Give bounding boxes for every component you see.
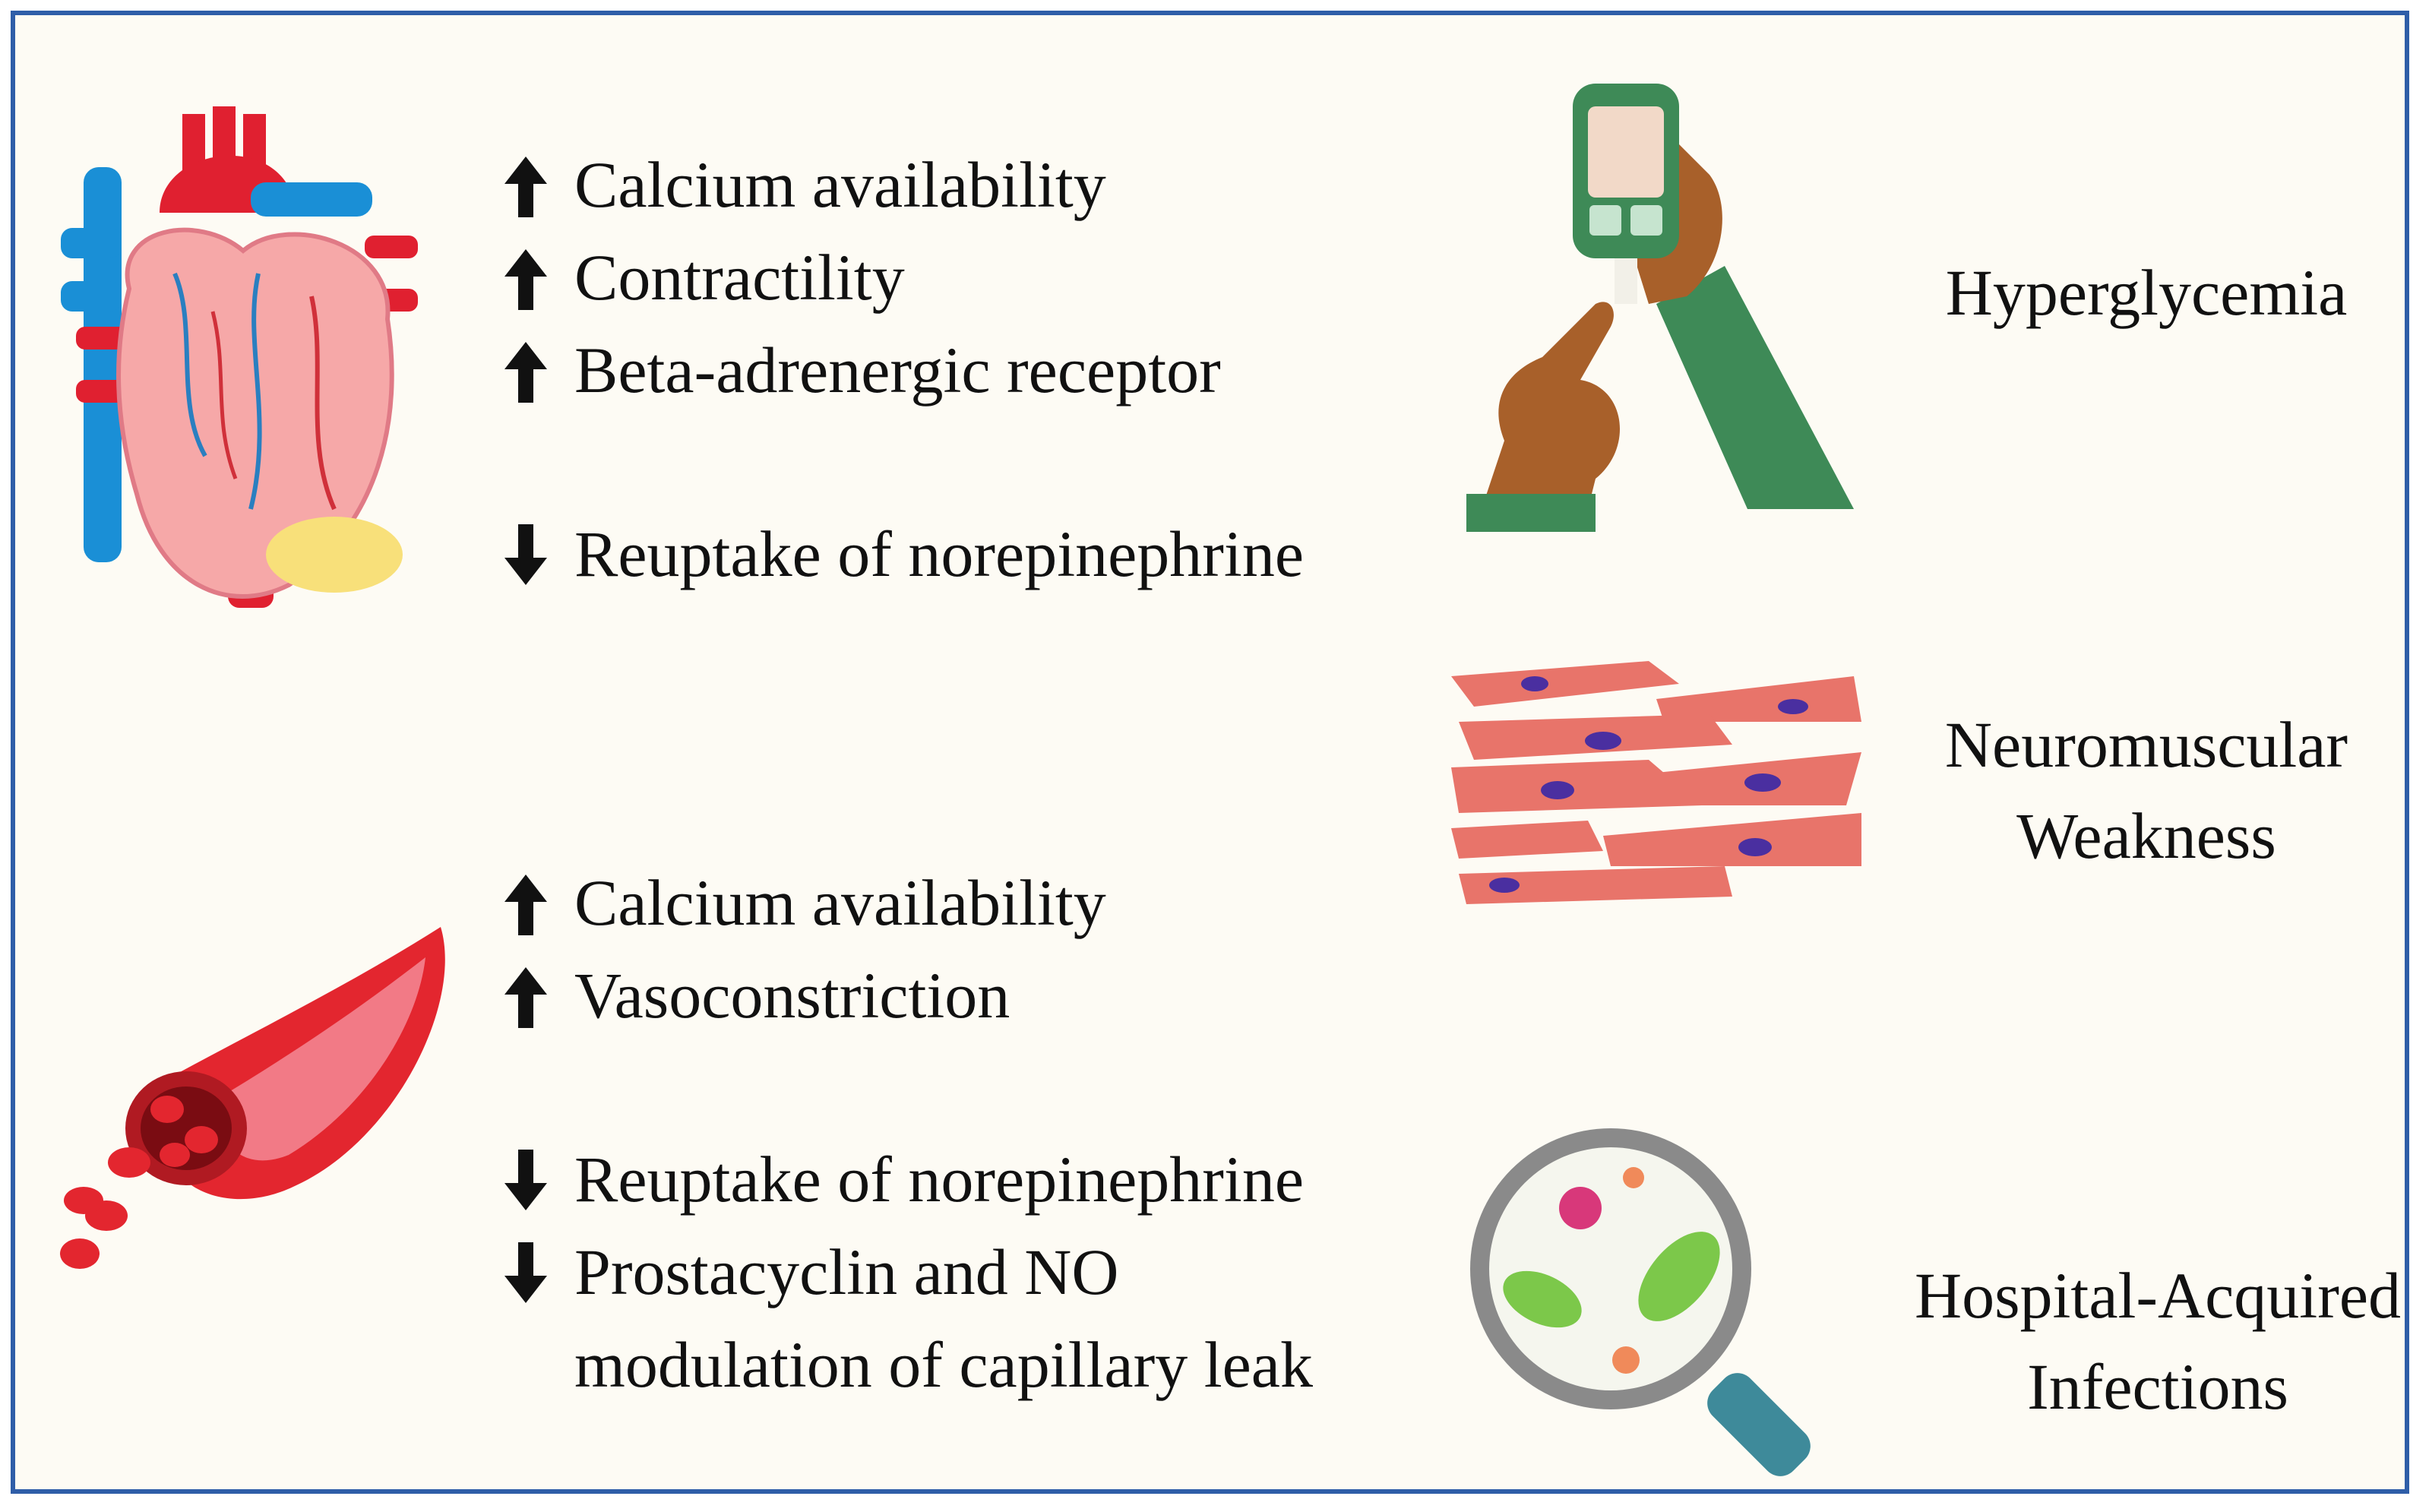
muscle-fibers-icon xyxy=(1451,661,1861,904)
blood-vessel-icon xyxy=(60,927,445,1269)
hospital-acquired-infections-label: Hospital-Acquired Infections xyxy=(1816,1250,2429,1432)
magnifier-bacteria-icon xyxy=(1470,1128,1811,1476)
vessel-effect-text: Prostacyclin and NO xyxy=(574,1235,1119,1308)
heart-icon xyxy=(61,106,418,608)
heart-effect-text: Calcium availability xyxy=(574,148,1106,221)
arrow-up-icon xyxy=(504,342,547,403)
heart-effect-text: Contractility xyxy=(574,241,905,314)
arrow-down-icon xyxy=(504,524,547,585)
vessel-effect-text-line2: modulation of capillary leak xyxy=(574,1328,1313,1401)
arrow-up-icon xyxy=(504,875,547,935)
neuromuscular-label-line1: Neuromuscular xyxy=(1944,708,2348,781)
vessel-effect-text: Calcium availability xyxy=(574,866,1106,939)
arrow-up-icon xyxy=(504,249,547,310)
arrow-down-icon xyxy=(504,1242,547,1303)
neuromuscular-label-line2: Weakness xyxy=(2016,799,2276,872)
arrow-down-icon xyxy=(504,1150,547,1210)
neuromuscular-weakness-label: Neuromuscular Weakness xyxy=(1816,699,2429,881)
heart-effect-text: Beta-adrenergic receptor xyxy=(574,334,1221,406)
vessel-effect-text: Vasoconstriction xyxy=(574,959,1011,1032)
infections-label-line1: Hospital-Acquired xyxy=(1914,1259,2402,1332)
diagram-frame: Calcium availability Contractility Beta-… xyxy=(11,11,2409,1494)
arrow-up-icon xyxy=(504,157,547,217)
glucose-meter-icon xyxy=(1466,84,1854,532)
arrow-up-icon xyxy=(504,967,547,1028)
heart-effect-text: Reuptake of norepinephrine xyxy=(574,517,1304,590)
vessel-effect-text: Reuptake of norepinephrine xyxy=(574,1143,1304,1216)
infections-label-line2: Infections xyxy=(2027,1350,2288,1423)
hyperglycemia-label: Hyperglycemia xyxy=(1945,256,2348,329)
